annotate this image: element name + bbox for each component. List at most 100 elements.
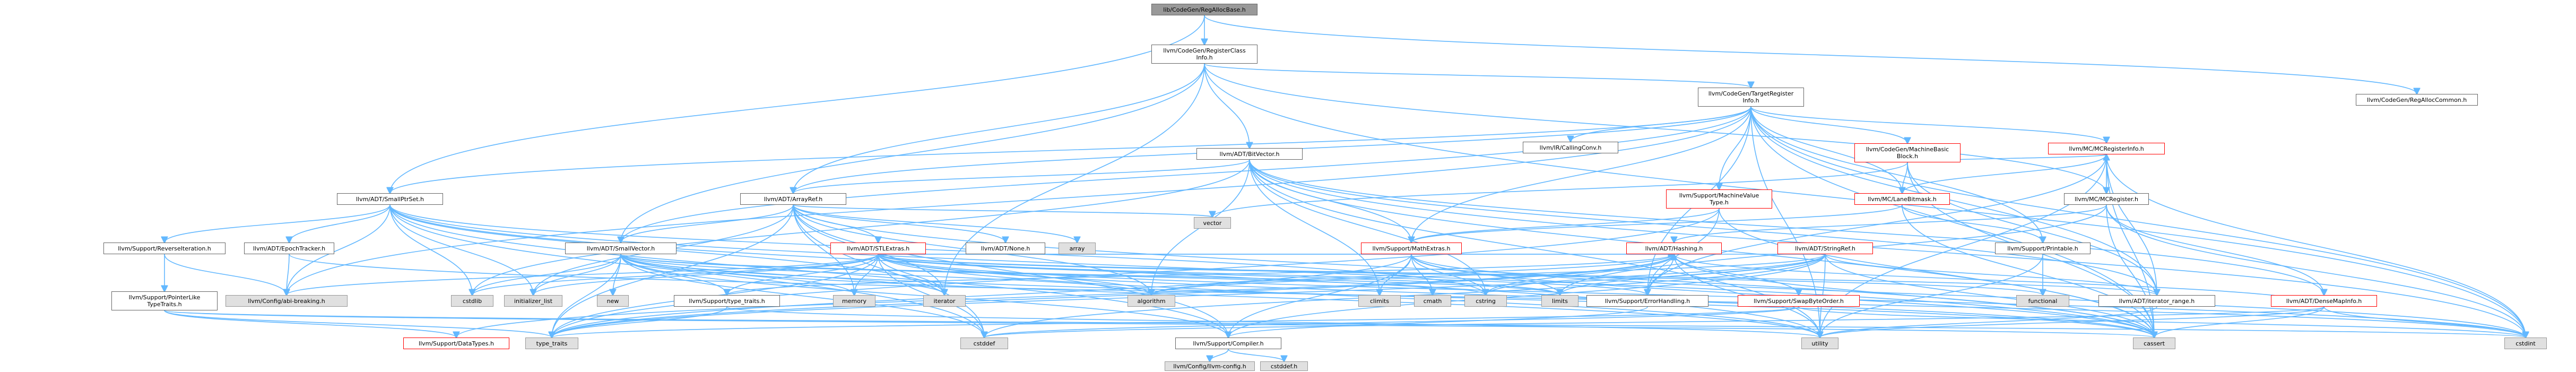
node-bv[interactable]: llvm/ADT/BitVector.h xyxy=(1196,148,1303,160)
edge-rci-to-tri xyxy=(1204,63,1751,88)
node-prn[interactable]: llvm/Support/Printable.h xyxy=(1995,243,2091,254)
edge-bv-to-cstdint xyxy=(1249,159,2526,338)
node-mcri[interactable]: llvm/MC/MCRegisterInfo.h xyxy=(2048,143,2165,154)
node-ept[interactable]: llvm/ADT/EpochTracker.h xyxy=(244,243,334,254)
node-rci[interactable]: llvm/CodeGen/RegisterClass Info.h xyxy=(1151,45,1257,64)
node-dmi[interactable]: llvm/ADT/DenseMapInfo.h xyxy=(2271,295,2377,307)
node-mbb[interactable]: llvm/CodeGen/MachineBasic Block.h xyxy=(1854,143,1961,162)
node-ar[interactable]: llvm/ADT/ArrayRef.h xyxy=(740,193,846,205)
node-sv[interactable]: llvm/ADT/SmallVector.h xyxy=(565,243,676,254)
node-initl: initializer_list xyxy=(504,295,562,307)
edge-mbb-to-itr xyxy=(1907,162,2157,295)
node-stl[interactable]: llvm/ADT/STLExtras.h xyxy=(830,243,926,254)
node-swap[interactable]: llvm/Support/SwapByteOrder.h xyxy=(1738,295,1860,307)
edge-root-to-sps xyxy=(390,15,1205,193)
edge-tri-to-lbm xyxy=(1750,106,1902,193)
edge-tri-to-cassert xyxy=(1750,106,2154,338)
node-limits: limits xyxy=(1541,295,1578,307)
node-cstddef: cstddef xyxy=(960,338,1008,349)
edge-bv-to-cstdlib xyxy=(472,159,1250,295)
node-ptlt[interactable]: llvm/Support/PointerLike TypeTraits.h xyxy=(111,291,218,310)
edge-swap-to-cstddef xyxy=(984,306,1799,338)
edge-ptlt-to-dt xyxy=(164,310,456,338)
node-func: functional xyxy=(2016,295,2069,307)
edge-lbm-to-prn xyxy=(1902,204,2043,243)
edge-ptlt-to-cassert xyxy=(164,310,2154,338)
edge-ar-to-none xyxy=(793,204,1005,243)
edge-mex-to-cstring xyxy=(1411,254,1486,295)
edge-hash-to-algo xyxy=(1151,254,1675,295)
edge-ar-to-comp xyxy=(793,204,1228,338)
node-comp[interactable]: llvm/Support/Compiler.h xyxy=(1175,338,1281,349)
node-vector: vector xyxy=(1194,217,1231,229)
edge-tri-to-sps xyxy=(390,106,1751,193)
edge-sv-to-cstdlib xyxy=(472,254,621,295)
node-itr[interactable]: llvm/ADT/iterator_range.h xyxy=(2098,295,2215,307)
edge-dmi-to-cstddef xyxy=(984,306,2325,338)
node-sps[interactable]: llvm/ADT/SmallPtrSet.h xyxy=(337,193,443,205)
node-cmath: cmath xyxy=(1414,295,1451,307)
node-sref[interactable]: llvm/ADT/StringRef.h xyxy=(1777,243,1873,254)
node-mex[interactable]: llvm/Support/MathExtras.h xyxy=(1361,243,1462,254)
node-rac[interactable]: llvm/CodeGen/RegAllocCommon.h xyxy=(2356,94,2478,106)
edge-stl-to-tt xyxy=(727,254,879,295)
edge-hash-to-cstring xyxy=(1486,254,1675,295)
edge-sv-to-typetraits xyxy=(552,254,621,338)
edge-mcr-to-cstdint xyxy=(2106,204,2526,338)
edge-sps-to-initl xyxy=(389,204,533,295)
node-tt[interactable]: llvm/Support/type_traits.h xyxy=(674,295,780,307)
edge-mvt-to-mex xyxy=(1411,208,1720,243)
edge-sref-to-comp xyxy=(1228,254,1826,338)
edge-mcr-to-dmi xyxy=(2106,204,2324,295)
edge-sps-to-cfgbr xyxy=(287,204,391,295)
node-cstdint: cstdint xyxy=(2504,338,2547,349)
edge-sv-to-cstddef xyxy=(620,254,984,338)
edge-mcr-to-hash xyxy=(1674,204,2107,243)
edge-mex-to-typetraits xyxy=(552,254,1412,338)
edge-hash-to-tt xyxy=(727,254,1675,295)
edge-rci-to-mcr xyxy=(1204,63,2106,193)
edge-stl-to-cstdlib xyxy=(472,254,879,295)
edge-tri-to-mbb xyxy=(1750,106,1907,143)
edge-dmi-to-utility xyxy=(1820,306,2325,338)
node-hash[interactable]: llvm/ADT/Hashing.h xyxy=(1626,243,1722,254)
edge-stl-to-initl xyxy=(533,254,879,295)
edge-bv-to-dmi xyxy=(1249,159,2324,295)
node-memory: memory xyxy=(833,295,875,307)
node-tri[interactable]: llvm/CodeGen/TargetRegister Info.h xyxy=(1698,88,1804,107)
edge-mcri-to-itr xyxy=(2106,154,2157,295)
edge-comp-to-cstdio xyxy=(1228,349,1284,361)
edge-mvt-to-typetraits xyxy=(552,208,1720,338)
edge-rci-to-bv xyxy=(1204,63,1250,148)
node-mvt[interactable]: llvm/Support/MachineValue Type.h xyxy=(1666,189,1772,209)
edge-sv-to-limits xyxy=(620,254,1560,295)
node-err[interactable]: llvm/Support/ErrorHandling.h xyxy=(1586,295,1708,307)
edge-mcri-to-cassert xyxy=(2106,154,2154,338)
edge-mex-to-comp xyxy=(1228,254,1412,338)
node-cstring: cstring xyxy=(1464,295,1507,307)
node-cc[interactable]: llvm/IR/CallingConv.h xyxy=(1523,142,1618,153)
edge-tri-to-mvt xyxy=(1719,106,1751,189)
node-none[interactable]: llvm/ADT/None.h xyxy=(966,243,1045,254)
node-lbm[interactable]: llvm/MC/LaneBitmask.h xyxy=(1854,193,1950,205)
edge-stl-to-func xyxy=(878,254,2043,295)
edge-err-to-comp xyxy=(1228,306,1648,338)
edge-bv-to-ar xyxy=(793,159,1250,193)
edge-ptlt-to-typetraits xyxy=(164,310,552,338)
node-cstdlib: cstdlib xyxy=(451,295,493,307)
node-array: array xyxy=(1059,243,1096,254)
edge-rci-to-iter xyxy=(944,63,1205,295)
edge-tri-to-itr xyxy=(1750,106,2157,295)
edge-ar-to-array xyxy=(793,204,1077,243)
node-dt[interactable]: llvm/Support/DataTypes.h xyxy=(403,338,509,349)
edge-lbm-to-mex xyxy=(1411,204,1903,243)
edge-stl-to-iter xyxy=(878,254,944,295)
edge-tri-to-mex xyxy=(1411,106,1751,243)
edge-prn-to-utility xyxy=(1820,254,2043,338)
edge-tt-to-typetraits xyxy=(552,306,727,338)
node-rev[interactable]: llvm/Support/ReverseIteration.h xyxy=(103,243,225,254)
node-mcr[interactable]: llvm/MC/MCRegister.h xyxy=(2064,193,2149,205)
edge-ar-to-vector xyxy=(793,204,1212,217)
edge-dmi-to-cassert xyxy=(2154,306,2325,338)
